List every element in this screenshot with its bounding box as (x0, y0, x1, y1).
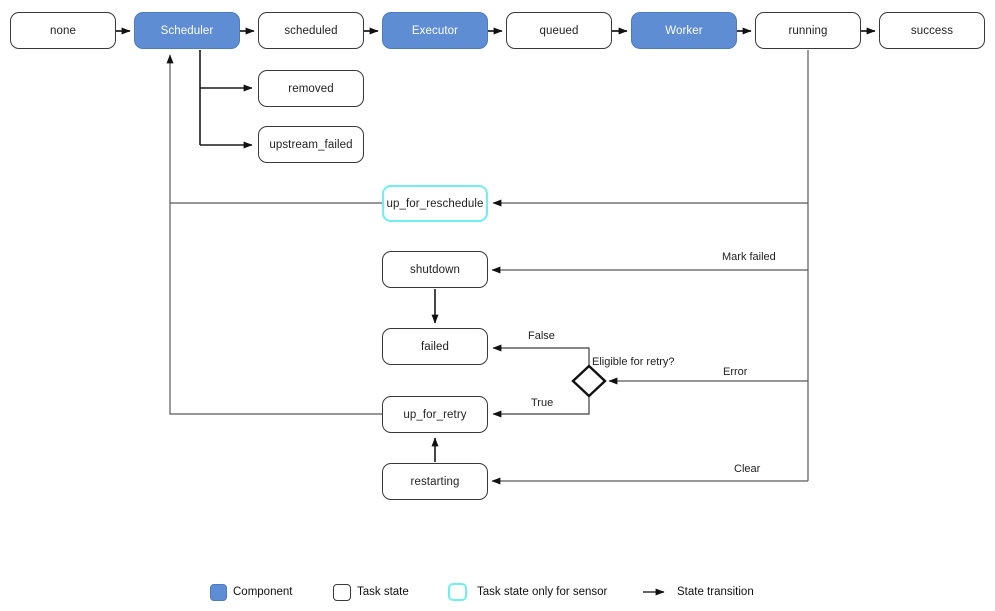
edge-label-false: False (528, 330, 555, 342)
node-executor: Executor (382, 12, 488, 49)
running-trunk (491, 50, 809, 485)
retry-decision-diamond (571, 364, 607, 398)
decision-branches (492, 344, 590, 418)
edge-label-clear: Clear (734, 463, 761, 475)
scheduler-branches (199, 50, 439, 462)
decision-question-label: Eligible for retry? (592, 356, 675, 368)
node-scheduler: Scheduler (134, 12, 240, 49)
node-failed: failed (382, 328, 488, 365)
node-upstream-failed: upstream_failed (258, 126, 364, 163)
legend-component-swatch (210, 584, 227, 601)
node-worker: Worker (631, 12, 737, 49)
legend-transition-label: State transition (677, 586, 754, 598)
node-none: none (10, 12, 116, 49)
legend-component-label: Component (233, 586, 293, 598)
node-success: success (879, 12, 985, 49)
edge-label-mark-failed: Mark failed (722, 251, 776, 263)
node-restarting: restarting (382, 463, 488, 500)
return-trunk (166, 54, 382, 415)
legend-sensor-swatch (448, 583, 467, 601)
node-up-for-reschedule: up_for_reschedule (382, 185, 488, 222)
node-running: running (755, 12, 861, 49)
legend-task-state-swatch (333, 584, 351, 601)
edge-label-error: Error (723, 366, 748, 378)
node-queued: queued (506, 12, 612, 49)
node-scheduled: scheduled (258, 12, 364, 49)
legend-sensor-label: Task state only for sensor (477, 586, 608, 598)
edge-label-true: True (531, 397, 554, 409)
legend-task-state-label: Task state (357, 586, 409, 598)
node-up-for-retry: up_for_retry (382, 396, 488, 433)
node-removed: removed (258, 70, 364, 107)
node-shutdown: shutdown (382, 251, 488, 288)
